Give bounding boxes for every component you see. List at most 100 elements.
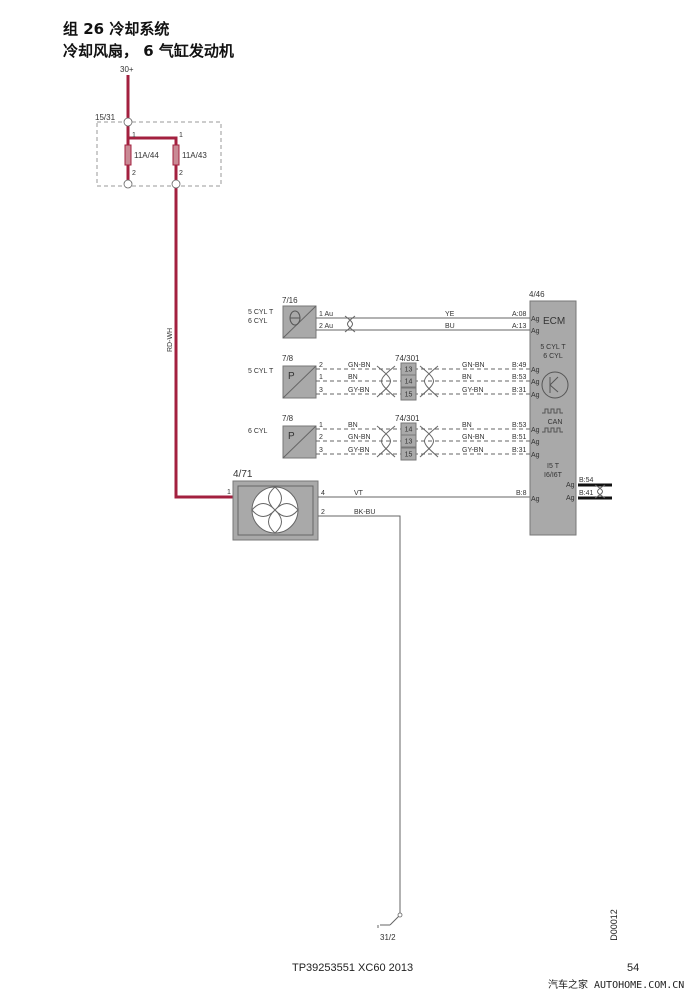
pin-label: 2: [321, 509, 325, 516]
wire-color-label: BN: [348, 374, 358, 381]
ecm-module: [529, 300, 577, 536]
watermark: 汽车之家 AUTOHOME.COM.CN: [548, 980, 685, 991]
connector-cell: [400, 387, 417, 401]
ecm-variant: 6 CYL: [543, 353, 563, 360]
sensor-wires: [316, 317, 530, 331]
fuse-box: [96, 121, 222, 187]
ecm-pin: B:54: [579, 477, 594, 484]
sensor-variant: 6 CYL: [248, 428, 268, 435]
wire-color-label: GY-BN: [348, 447, 370, 454]
wire-color-label: BN: [462, 422, 472, 429]
sensor-id: 7/8: [282, 414, 294, 423]
connector-cell: [400, 447, 417, 461]
diagram-code: D00012: [608, 909, 619, 941]
fan-id: 4/71: [233, 469, 253, 480]
transistor-icon: [541, 371, 569, 399]
ag-label: Ag: [531, 427, 540, 434]
fuse-11a44: [124, 144, 132, 166]
connector-pin: [171, 179, 181, 189]
ecm-pin: A:08: [512, 311, 527, 318]
fan-icon: [251, 486, 299, 534]
fuse-11a43: [172, 144, 180, 166]
twisted-pair-icon: [594, 484, 606, 499]
ecm-id: 4/46: [529, 290, 545, 299]
ecm-variant: 5 CYL T: [540, 344, 566, 351]
ag-label: Ag: [531, 452, 540, 459]
fan-frame: [237, 485, 314, 536]
connector-cell-label: 15: [405, 392, 413, 399]
ecm-pin: B:8: [516, 490, 527, 497]
ag-label: Ag: [531, 316, 540, 323]
fuse1-label: 11A/44: [134, 151, 159, 160]
wire-color-label: GY-BN: [462, 387, 484, 394]
can-label: CAN: [548, 419, 563, 426]
pin-label: 1: [227, 489, 231, 496]
sensor-diagonal: [282, 425, 317, 459]
wire-color-label: BU: [445, 323, 455, 330]
ecm-variant: I6/I6T: [544, 472, 563, 479]
ag-label: Ag: [531, 367, 540, 374]
ecm-pin: B:51: [512, 434, 527, 441]
ag-label: Ag: [531, 328, 540, 335]
wire-color-label: GN-BN: [348, 362, 371, 369]
wire-color-label: GN-BN: [348, 434, 371, 441]
pin-label: 1: [319, 422, 323, 429]
wire-color-label: BN: [348, 422, 358, 429]
ag-label: Ag: [566, 482, 575, 489]
connector-id: 74/301: [395, 354, 420, 363]
power-wire: [126, 75, 233, 499]
pin-label: 2 Au: [319, 323, 333, 330]
ag-label: Ag: [531, 379, 540, 386]
fusebox-label: 15/31: [95, 113, 116, 122]
page-subtitle: 冷却风扇， 6 气缸发动机: [63, 42, 234, 60]
theta-icon: [289, 310, 301, 326]
pin-label: 4: [321, 490, 325, 497]
connector-cell-label: 13: [405, 367, 413, 374]
ground-pin: [397, 912, 403, 918]
pressure-symbol: P: [288, 431, 295, 442]
sensor-id: 7/16: [282, 296, 298, 305]
ag-label: Ag: [531, 439, 540, 446]
page-number: 54: [627, 962, 640, 974]
connector-id: 74/301: [395, 414, 420, 423]
wire-color-label: VT: [354, 490, 364, 497]
pin-label: 3: [319, 387, 323, 394]
pin-label: 2: [179, 170, 183, 177]
sensor-variant: 5 CYL T: [248, 368, 274, 375]
connector-pin: [123, 179, 133, 189]
ecm-pin: B:31: [512, 387, 527, 394]
pin-label: 1: [319, 374, 323, 381]
can-signal-icon: [542, 408, 563, 433]
ag-label: Ag: [566, 495, 575, 502]
ground-icon: [377, 924, 390, 928]
wire-color-label: YE: [445, 311, 455, 318]
ag-label: Ag: [531, 392, 540, 399]
ecm-name: ECM: [543, 316, 565, 327]
fuse2-label: 11A/43: [182, 151, 207, 160]
wire-color-label: BN: [462, 374, 472, 381]
sensor-variant: 6 CYL: [248, 318, 268, 325]
sensor-id: 7/8: [282, 354, 294, 363]
pressure-symbol: P: [288, 371, 295, 382]
ecm-pin: B:53: [512, 422, 527, 429]
ground-label: 31/2: [380, 933, 396, 942]
connector-cell-label: 14: [405, 379, 413, 386]
ecm-pin: B:41: [579, 490, 594, 497]
connector-pin: [123, 117, 133, 127]
ag-label: Ag: [531, 496, 540, 503]
connector-cell: [400, 374, 417, 388]
sensor-variant: 5 CYL T: [248, 309, 274, 316]
wire-color-label: GY-BN: [348, 387, 370, 394]
ecm-pin: A:13: [512, 323, 527, 330]
wire-color-label: GN-BN: [462, 362, 485, 369]
pin-label: 2: [319, 362, 323, 369]
ecm-pin: B:31: [512, 447, 527, 454]
pin-label: 1: [132, 132, 136, 139]
wire-bk-bu: [318, 515, 401, 926]
connector-cell-label: 13: [405, 439, 413, 446]
pin-label: 2: [319, 434, 323, 441]
wire-color-label: BK-BU: [354, 509, 375, 516]
